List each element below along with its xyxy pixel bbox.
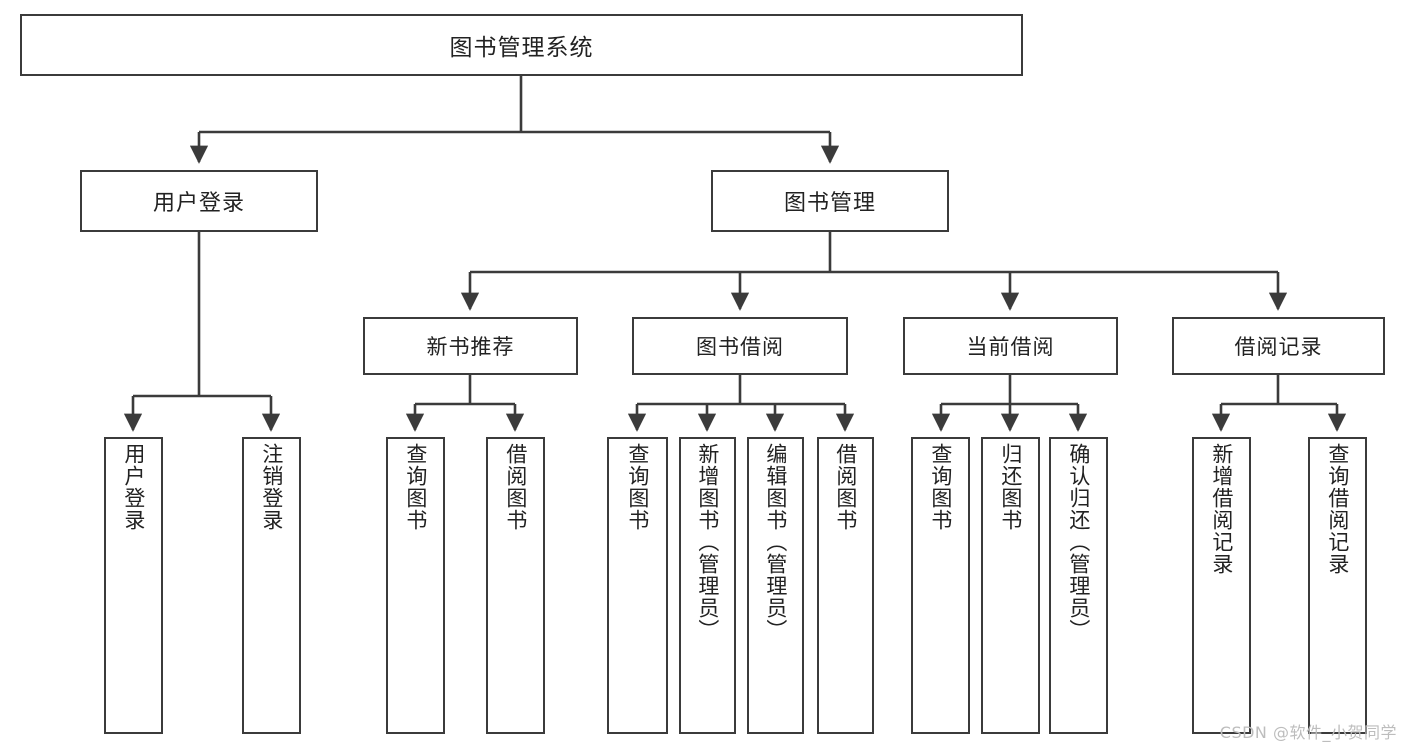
node-label: 注销登录 <box>259 443 284 531</box>
node-label: 图书借阅 <box>696 335 784 359</box>
node-borrow-record[interactable]: 借阅记录 <box>1172 317 1385 375</box>
leaf-borrow-record-add[interactable]: 新增借阅记录 <box>1192 437 1251 734</box>
node-root-system[interactable]: 图书管理系统 <box>20 14 1023 76</box>
leaf-book-borrow-borrow[interactable]: 借阅图书 <box>817 437 874 734</box>
node-current-borrow[interactable]: 当前借阅 <box>903 317 1118 375</box>
leaf-borrow-record-query[interactable]: 查询借阅记录 <box>1308 437 1367 734</box>
node-label: 当前借阅 <box>966 335 1055 359</box>
node-label: 新增图书（管理员） <box>695 443 720 641</box>
node-label: 查询图书 <box>625 443 650 531</box>
node-label: 图书管理系统 <box>449 35 594 61</box>
node-label: 新书推荐 <box>426 335 515 359</box>
node-label: 用户登录 <box>152 191 245 216</box>
node-label: 归还图书 <box>998 443 1023 531</box>
node-label: 新增借阅记录 <box>1209 443 1234 575</box>
node-book-borrow[interactable]: 图书借阅 <box>632 317 848 375</box>
leaf-new-book-query[interactable]: 查询图书 <box>386 437 445 734</box>
node-label: 借阅图书 <box>833 443 858 531</box>
node-book-management[interactable]: 图书管理 <box>711 170 949 232</box>
node-label: 查询图书 <box>403 443 428 531</box>
leaf-user-login-login[interactable]: 用户登录 <box>104 437 163 734</box>
node-label: 借阅图书 <box>503 443 528 531</box>
leaf-current-borrow-query[interactable]: 查询图书 <box>911 437 970 734</box>
node-user-login[interactable]: 用户登录 <box>80 170 318 232</box>
node-label: 查询图书 <box>928 443 953 531</box>
node-label: 借阅记录 <box>1234 335 1323 359</box>
node-label: 查询借阅记录 <box>1325 443 1350 575</box>
leaf-book-borrow-edit[interactable]: 编辑图书（管理员） <box>747 437 804 734</box>
leaf-current-borrow-confirm-return[interactable]: 确认归还（管理员） <box>1049 437 1108 734</box>
node-label: 确认归还（管理员） <box>1066 443 1091 641</box>
node-label: 图书管理 <box>783 191 876 216</box>
leaf-new-book-borrow[interactable]: 借阅图书 <box>486 437 545 734</box>
leaf-user-login-logout[interactable]: 注销登录 <box>242 437 301 734</box>
node-label: 编辑图书（管理员） <box>763 443 788 641</box>
node-label: 用户登录 <box>121 443 146 531</box>
leaf-book-borrow-query[interactable]: 查询图书 <box>607 437 668 734</box>
leaf-book-borrow-add[interactable]: 新增图书（管理员） <box>679 437 736 734</box>
leaf-current-borrow-return[interactable]: 归还图书 <box>981 437 1040 734</box>
watermark-text: CSDN @软件_小贺同学 <box>1219 723 1397 742</box>
node-new-book-recommend[interactable]: 新书推荐 <box>363 317 578 375</box>
